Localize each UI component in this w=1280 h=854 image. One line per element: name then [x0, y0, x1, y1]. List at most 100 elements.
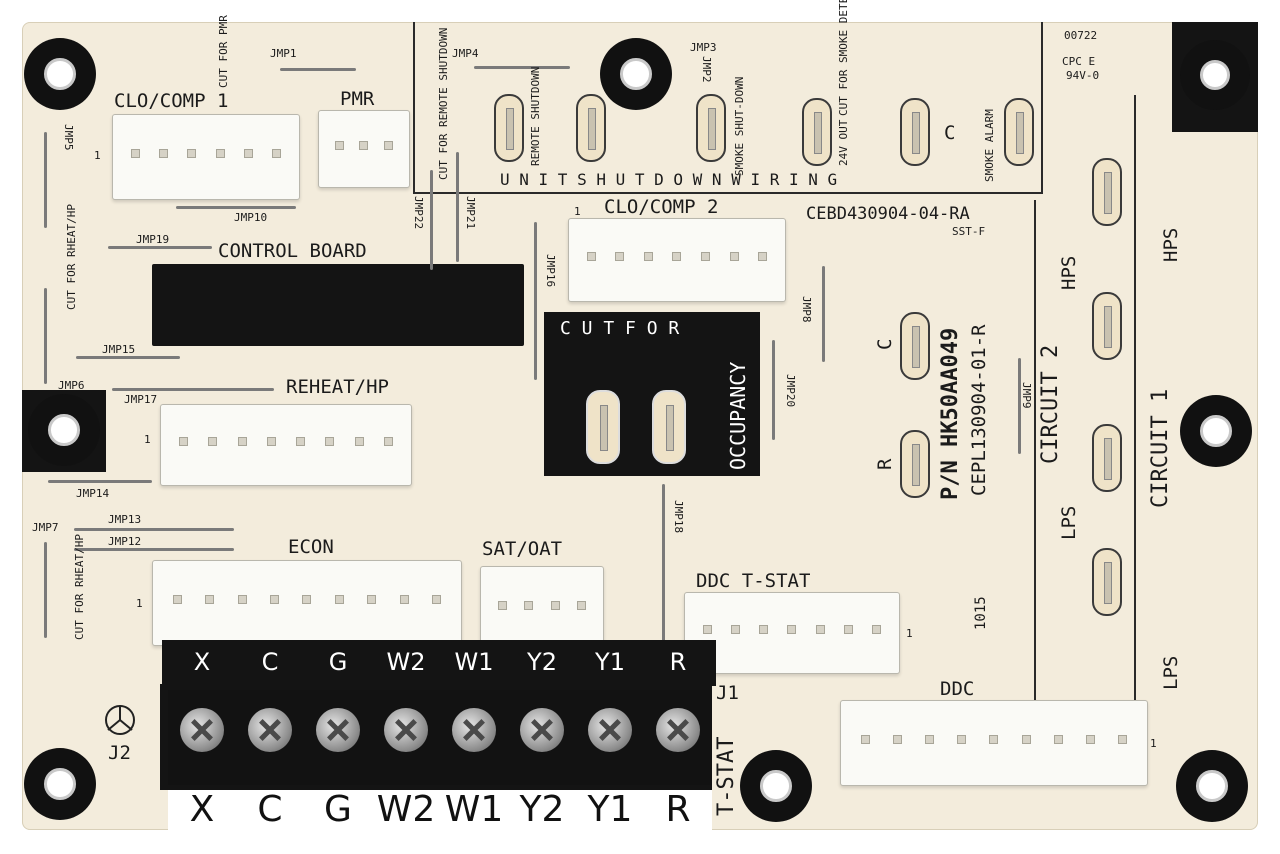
- jmp16-wire[interactable]: [534, 222, 537, 380]
- fuse-hps-circuit2-top[interactable]: [1092, 158, 1122, 226]
- cut-for-pmr-label: CUT FOR PMR: [217, 15, 230, 88]
- jmp10-wire[interactable]: [176, 206, 296, 209]
- jmp17-wire[interactable]: [112, 388, 274, 391]
- mounting-hole-bottom-right: [1176, 750, 1248, 822]
- jmp15-wire[interactable]: [76, 356, 180, 359]
- t-stat-label: T-STAT: [714, 736, 739, 816]
- terminal-y2[interactable]: [508, 690, 576, 785]
- shutdown-c-label: C: [944, 122, 956, 144]
- occupancy-fuse-right[interactable]: [652, 390, 686, 464]
- pin1-marker-ddc: 1: [1150, 737, 1157, 750]
- jmp19-wire[interactable]: [108, 246, 212, 249]
- screw-icon[interactable]: [520, 708, 564, 752]
- terminal-top-label-w1: W1: [454, 648, 494, 676]
- jmp8-wire[interactable]: [822, 266, 825, 362]
- clo-comp1-connector[interactable]: [112, 114, 300, 200]
- pin1-marker-ddc-tstat: 1: [906, 627, 913, 640]
- jmp4-wire[interactable]: [474, 66, 570, 69]
- reheat-hp-connector[interactable]: [160, 404, 412, 486]
- occupancy-fuse-left[interactable]: [586, 390, 620, 464]
- occupancy-cut-for-label: C U T F O R: [560, 318, 680, 339]
- fuse-r[interactable]: [900, 430, 930, 498]
- ddc-connector[interactable]: [840, 700, 1148, 786]
- sat-oat-connector[interactable]: [480, 566, 604, 652]
- fuse-c-shutdown[interactable]: [900, 98, 930, 166]
- screw-icon[interactable]: [656, 708, 700, 752]
- lps-label-circuit2: LPS: [1058, 505, 1080, 540]
- fuse-24v[interactable]: [802, 98, 832, 166]
- jmp20-wire[interactable]: [772, 340, 775, 440]
- fuse-smoke-alarm[interactable]: [1004, 98, 1034, 166]
- fuse-remote-1[interactable]: [494, 94, 524, 162]
- screw-icon[interactable]: [316, 708, 360, 752]
- clo-comp2-label: CLO/COMP 2: [604, 196, 719, 218]
- pin1-marker-clo-comp1: 1: [94, 149, 101, 162]
- screw-icon[interactable]: [248, 708, 292, 752]
- jmp14-wire[interactable]: [48, 480, 152, 483]
- econ-connector[interactable]: [152, 560, 462, 646]
- jmp15-label: JMP15: [102, 343, 136, 356]
- screw-icon[interactable]: [452, 708, 496, 752]
- jmp12-wire[interactable]: [74, 548, 234, 551]
- terminal-r[interactable]: [644, 690, 712, 785]
- occupancy-label: OCCUPANCY: [726, 361, 750, 470]
- jmp13-label: JMP13: [108, 513, 142, 526]
- ddc-tstat-connector[interactable]: [684, 592, 900, 674]
- terminal-top-label-x: X: [193, 648, 211, 676]
- mounting-hole-top-center: [600, 38, 672, 110]
- fuse-smoke-1[interactable]: [696, 94, 726, 162]
- jmp7-wire[interactable]: [44, 542, 47, 638]
- jmp18-wire[interactable]: [662, 484, 665, 648]
- terminal-y1[interactable]: [576, 690, 644, 785]
- fuse-lps-circuit2-b[interactable]: [1092, 548, 1122, 616]
- cut-for-smoke-detector-label: CUT FOR SMOKE DETECTOR: [837, 0, 850, 116]
- jmp6-label: JMP6: [58, 379, 85, 392]
- terminal-c[interactable]: [236, 690, 304, 785]
- jmp13-wire[interactable]: [74, 528, 234, 531]
- terminal-top-label-w2: W2: [386, 648, 426, 676]
- smoke-shutdown-label: SMOKE SHUT-DOWN: [733, 76, 746, 176]
- fuse-remote-2[interactable]: [576, 94, 606, 162]
- screw-icon[interactable]: [180, 708, 224, 752]
- pmr-label: PMR: [340, 88, 375, 110]
- fuse-hps-circuit2[interactable]: [1092, 292, 1122, 360]
- pmr-connector[interactable]: [318, 110, 410, 188]
- circuit1-label: CIRCUIT 1: [1148, 388, 1173, 508]
- trace-shutdown-left: [413, 22, 415, 194]
- terminal-w1[interactable]: [440, 690, 508, 785]
- pin1-marker-reheat: 1: [144, 433, 151, 446]
- fuse-lps-circuit2-a[interactable]: [1092, 424, 1122, 492]
- circuit2-label: CIRCUIT 2: [1038, 344, 1063, 464]
- sst-label: SST-F: [952, 225, 986, 238]
- jmp6-wire[interactable]: [44, 288, 47, 384]
- jmp5-label: JMP5: [62, 124, 75, 151]
- jmp7-label: JMP7: [32, 521, 59, 534]
- pn-label: P/N HK50AA049: [938, 327, 963, 500]
- trace-circuit2: [1034, 200, 1036, 730]
- control-board-connector[interactable]: [152, 264, 524, 346]
- terminal-bottom-label-g: G: [304, 790, 372, 830]
- jmp1-label: JMP1: [270, 47, 297, 60]
- terminal-g[interactable]: [304, 690, 372, 785]
- jmp22-wire[interactable]: [430, 170, 433, 270]
- terminal-w2[interactable]: [372, 690, 440, 785]
- mounting-hole-bottom-center: [740, 750, 812, 822]
- clo-comp2-connector[interactable]: [568, 218, 786, 302]
- fuse-c[interactable]: [900, 312, 930, 380]
- jmp5-wire[interactable]: [44, 132, 47, 228]
- screw-icon[interactable]: [588, 708, 632, 752]
- terminal-x[interactable]: [168, 690, 236, 785]
- jmp21-wire[interactable]: [456, 152, 459, 262]
- terminal-top-label-y2: Y2: [527, 648, 557, 676]
- screw-icon[interactable]: [384, 708, 428, 752]
- date-code: 00722: [1064, 29, 1098, 42]
- remote-shutdown-label: REMOTE SHUTDOWN: [529, 66, 542, 166]
- jmp9-wire[interactable]: [1018, 358, 1021, 454]
- c-fuse-label: C: [874, 338, 896, 350]
- jmp12-label: JMP12: [108, 535, 142, 548]
- r-fuse-label: R: [874, 458, 896, 470]
- jmp3-label: JMP3: [690, 41, 717, 54]
- code-1015-label: 1015: [973, 596, 989, 630]
- jmp14-label: JMP14: [76, 487, 110, 500]
- jmp1-wire[interactable]: [280, 68, 356, 71]
